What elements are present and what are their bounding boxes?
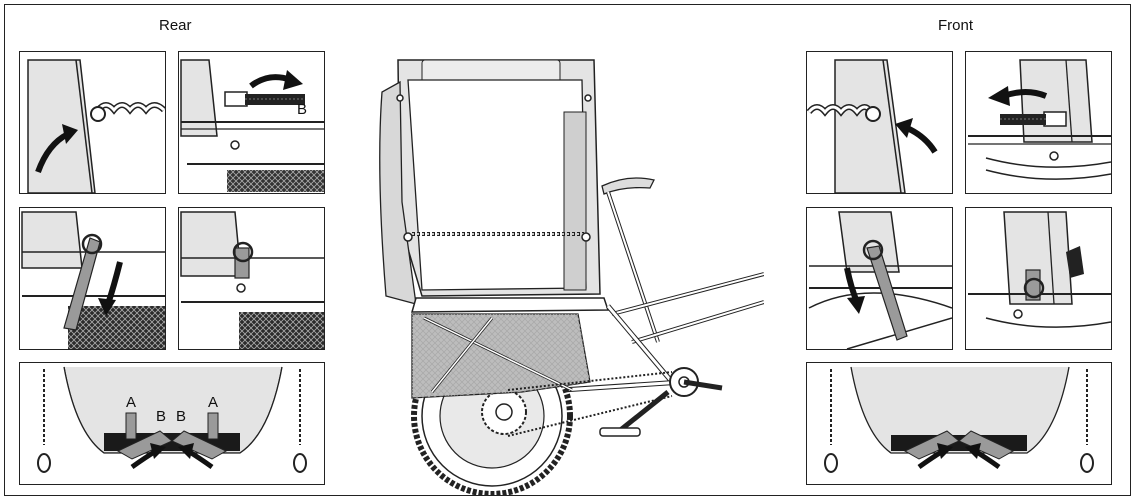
label-b-right: B bbox=[176, 408, 186, 425]
diagram-frame bbox=[4, 4, 1131, 496]
label-b-left: B bbox=[156, 408, 166, 425]
front-step-2-panel bbox=[965, 51, 1112, 194]
front-step-1-panel bbox=[806, 51, 953, 194]
front-step-4-panel bbox=[965, 207, 1112, 350]
front-step-3-panel bbox=[806, 207, 953, 350]
rear-step-1-panel bbox=[19, 51, 166, 194]
rear-step-2-panel: B bbox=[178, 51, 325, 194]
rear-step-3-panel bbox=[19, 207, 166, 350]
rear-heading: Rear bbox=[159, 17, 192, 34]
label-b: B bbox=[297, 101, 307, 118]
front-heading: Front bbox=[938, 17, 974, 34]
label-a-left: A bbox=[126, 394, 136, 411]
label-a-right: A bbox=[208, 394, 218, 411]
front-step-5-panel bbox=[806, 362, 1112, 485]
bike-canopy-illustration bbox=[372, 52, 764, 496]
rear-step-4-panel bbox=[178, 207, 325, 350]
rear-step-5-panel: A A B B bbox=[19, 362, 325, 485]
